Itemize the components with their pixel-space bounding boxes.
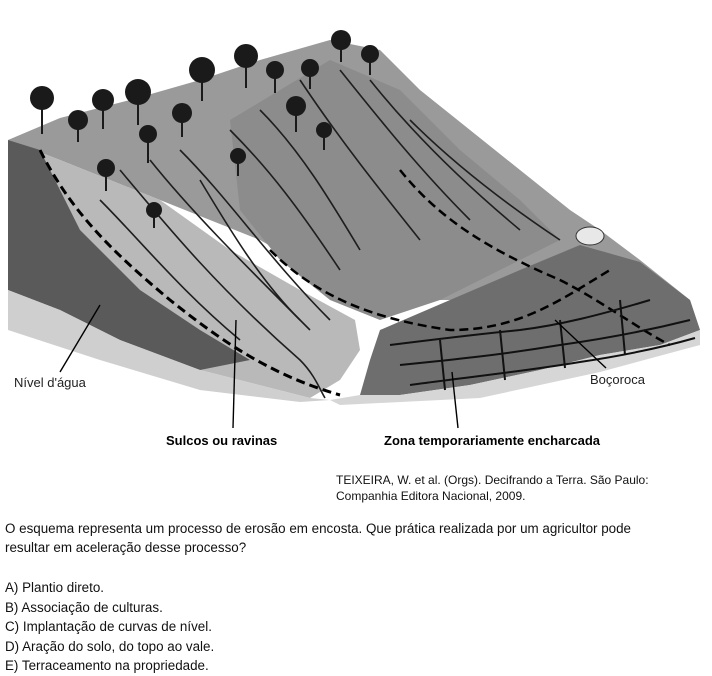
tree	[146, 202, 162, 228]
water-table-line	[38, 149, 341, 397]
label-nivel-agua: Nível d'água	[14, 375, 86, 390]
tree	[30, 86, 54, 134]
tree	[361, 45, 379, 75]
tree	[125, 79, 151, 125]
option-c[interactable]: C) Implantação de curvas de nível.	[5, 619, 212, 635]
question-line: resultar em aceleração desse processo?	[5, 540, 247, 555]
option-d[interactable]: D) Aração do solo, do topo ao vale.	[5, 638, 215, 654]
tree	[139, 125, 157, 163]
label-sulcos: Sulcos ou ravinas	[166, 433, 278, 448]
left-slope	[8, 140, 360, 398]
valley-floor	[330, 330, 700, 405]
tree	[68, 110, 88, 142]
boulder	[575, 226, 605, 246]
label-bocoroca: Boçoroca	[590, 372, 645, 387]
wet-zone	[360, 245, 700, 395]
tree	[331, 30, 351, 62]
caption-line: TEIXEIRA, W. et al. (Orgs). Decifrando a…	[336, 473, 649, 487]
soil-section	[8, 140, 250, 370]
erosion-diagram: Nível d'água Sulcos ou ravinas Zona temp…	[8, 30, 700, 448]
tree	[97, 159, 115, 191]
question-text: O esquema representa um processo de eros…	[5, 519, 710, 557]
option-a[interactable]: A) Plantio direto.	[5, 580, 104, 595]
gully-edge-line-2	[399, 169, 671, 347]
option-e[interactable]: E) Terraceamento na propriedade.	[5, 658, 209, 674]
tree	[266, 61, 284, 93]
option-b[interactable]: B) Associação de culturas.	[5, 599, 163, 615]
answer-options: A) Plantio direto. B) Associação de cult…	[5, 578, 214, 676]
tree	[92, 89, 114, 129]
tree	[316, 122, 332, 150]
gully-edge-line	[269, 249, 611, 332]
caption-line: Companhia Editora Nacional, 2009.	[336, 489, 526, 503]
tree	[234, 44, 258, 88]
tree	[172, 103, 192, 137]
tree	[189, 57, 215, 101]
figure-caption: TEIXEIRA, W. et al. (Orgs). Decifrando a…	[336, 472, 712, 504]
erosion-illustration	[8, 30, 700, 429]
front-face	[8, 290, 330, 402]
trees	[30, 30, 379, 228]
rills	[99, 69, 561, 399]
question-line: O esquema representa um processo de eros…	[5, 521, 631, 536]
pointer-lines	[59, 304, 607, 429]
middle-slope	[230, 60, 560, 320]
tree	[230, 148, 246, 176]
label-zona: Zona temporariamente encharcada	[384, 433, 601, 448]
tree	[301, 59, 319, 89]
tree	[286, 96, 306, 132]
